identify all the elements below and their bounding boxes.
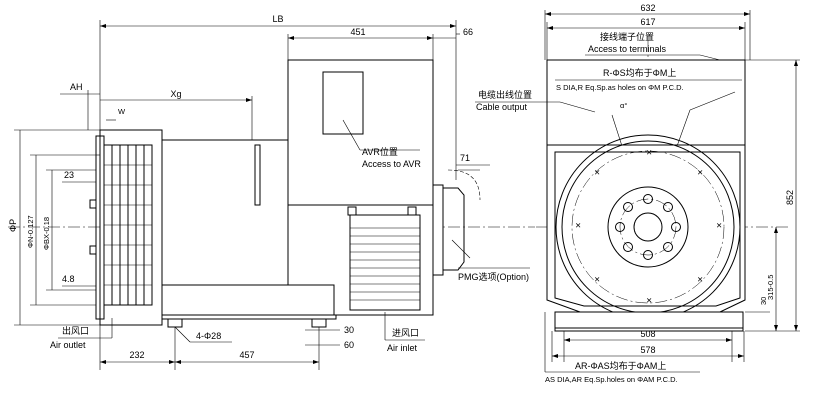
w-label: W [118,107,126,116]
svg-text:✕: ✕ [594,275,600,284]
dim-4-8: 4.8 [62,274,75,284]
dim-451: 451 [350,27,365,37]
avr-access-cover [322,71,364,135]
outlet-grille [104,145,152,305]
avr-label-cn: AVR位置 [362,146,398,157]
end-view: 632 617 接线端子位置 Access to terminals R-ΦS均… [475,3,800,384]
ar-phi-as-label: AR-ΦAS均布于ΦAM上 [575,360,666,371]
alpha-label: α° [620,101,627,110]
holes-label: 4-Φ28 [196,331,221,341]
cable-cn: 电缆出线位置 [478,89,532,100]
base-frame [161,284,335,316]
pmg-housing [442,187,465,271]
xg-label: Xg [170,89,181,99]
terminal-box [287,59,434,206]
s-dia-label: S DIA,R Eq.Sp.as holes on ΦM P.C.D. [556,83,684,92]
foot-right [311,318,327,328]
dim-508: 508 [640,329,655,339]
terminals-en: Access to terminals [588,44,667,54]
air-inlet-en: Air inlet [387,343,418,353]
svg-text:✕: ✕ [646,148,652,157]
r-phi-s-label: R-ΦS均布于ΦM上 [603,67,676,78]
air-outlet-cn: 出风口 [62,325,89,336]
cable-en: Cable output [476,102,528,112]
dim-phi-bx: ΦBX-0.18 [42,217,51,250]
air-inlet-cn: 进风口 [392,328,419,338]
dim-71: 71 [460,153,470,163]
hub [633,212,663,242]
dim-617: 617 [640,17,655,27]
dim-60: 60 [344,340,354,350]
coupling-holes [615,194,681,260]
dim-23: 23 [64,170,74,180]
pmg-label: PMG选项(Option) [458,271,529,282]
svg-text:✕: ✕ [716,221,722,230]
fan-housing [99,129,163,326]
inlet-grille [349,214,421,311]
foot-left [167,318,183,328]
ah-label: AH [70,82,83,92]
svg-text:✕: ✕ [646,296,652,305]
dim-632: 632 [640,3,655,13]
dim-457: 457 [239,350,254,360]
dim-66: 66 [463,27,473,37]
dim-30-end: 30 [759,297,768,305]
dim-30-side: 30 [344,325,354,335]
side-view: LB 451 66 AH Xg W [8,14,535,370]
as-dia-label: AS DIA,AR Eq.Sp.holes on ΦAM P.C.D. [545,375,678,384]
dim-232: 232 [129,350,144,360]
coupling-disc [607,186,689,268]
air-outlet-en: Air outlet [50,340,86,350]
svg-text:✕: ✕ [697,168,703,177]
svg-text:✕: ✕ [575,221,581,230]
svg-text:✕: ✕ [697,275,703,284]
end-base [554,311,744,329]
dim-phi-p: ΦP [8,219,18,232]
dim-852: 852 [785,190,795,205]
dim-315: 315-0.5 [766,275,775,300]
lb-label: LB [272,14,283,24]
svg-text:✕: ✕ [594,168,600,177]
flange-bolts: ✕ ✕ ✕ ✕ ✕ ✕ ✕ ✕ [575,148,722,305]
dim-phi-n: ΦN-0.127 [26,215,35,248]
terminals-cn: 接线端子位置 [600,31,654,42]
avr-label-en: Access to AVR [362,159,421,169]
dim-578: 578 [640,345,655,355]
end-terminal-box [546,59,746,146]
